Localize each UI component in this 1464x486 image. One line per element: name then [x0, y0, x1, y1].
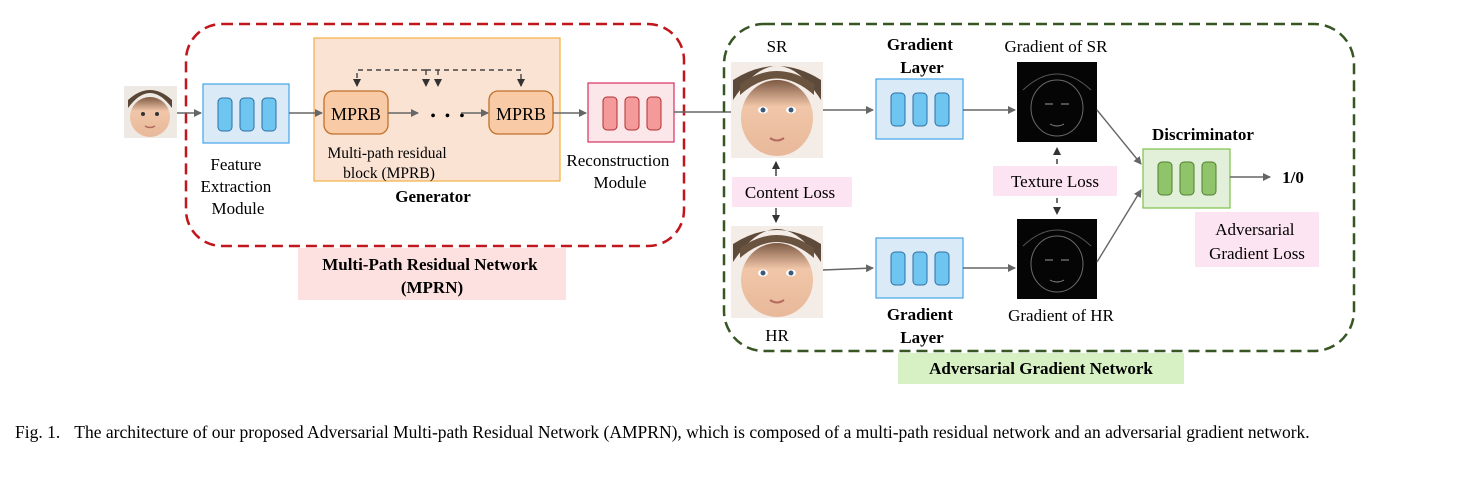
- skip-connections: [353, 69, 525, 87]
- discriminator-label: Discriminator: [1152, 125, 1254, 144]
- caption-text: The architecture of our proposed Adversa…: [74, 422, 1310, 442]
- discriminator-output: 1/0: [1282, 168, 1304, 187]
- figure-caption: Fig. 1. The architecture of our proposed…: [15, 420, 1455, 444]
- gradient-layer-top: [875, 78, 964, 140]
- agn-label-box: [898, 353, 1184, 384]
- sr-label: SR: [767, 37, 788, 56]
- svg-text:MPRB: MPRB: [496, 104, 546, 124]
- discriminator-block: [1142, 148, 1231, 209]
- feature-extraction-module: [202, 83, 290, 144]
- mprb-caption: Multi-path residual block (MPRB): [327, 145, 450, 182]
- gradient-of-hr-label: Gradient of HR: [1008, 306, 1114, 325]
- gradient-layer-bottom: [875, 237, 964, 299]
- figure-number: Fig. 1.: [15, 422, 61, 442]
- content-loss-label: Content Loss: [745, 183, 835, 202]
- texture-loss-label: Texture Loss: [1011, 172, 1099, 191]
- mprb-ellipsis: • • •: [431, 109, 468, 124]
- hr-image: [731, 226, 823, 318]
- gradient-of-hr-image: [1017, 219, 1097, 299]
- feature-extraction-label: Feature Extraction Module: [200, 155, 275, 218]
- agn-label: Adversarial Gradient Network: [929, 359, 1153, 378]
- agn-dashed-border: [722, 22, 1356, 353]
- reconstruction-module: [587, 82, 675, 143]
- mprn-label: Multi-Path Residual Network (MPRN): [322, 255, 542, 297]
- mprb-block-first: MPRB: [323, 90, 389, 135]
- hr-label: HR: [765, 326, 789, 345]
- texture-loss-box: [993, 166, 1117, 196]
- content-loss-box: [732, 177, 852, 207]
- sr-image: [731, 62, 823, 158]
- mprn-dashed-border: [184, 22, 686, 248]
- lr-input-image: [124, 86, 177, 138]
- gradient-layer-bottom-label: Gradient Layer: [887, 305, 957, 347]
- gradient-of-sr-image: [1017, 62, 1097, 142]
- reconstruction-label: Reconstruction Module: [566, 151, 673, 192]
- adversarial-gradient-loss-box: [1195, 212, 1319, 267]
- mprn-label-box: [298, 248, 566, 300]
- svg-text:MPRB: MPRB: [331, 104, 381, 124]
- gradient-layer-top-label: Gradient Layer: [887, 35, 957, 77]
- generator-title: Generator: [395, 187, 471, 206]
- mprb-block-last: MPRB: [488, 90, 554, 135]
- adversarial-gradient-loss-label: Adversarial Gradient Loss: [1209, 220, 1305, 263]
- gradient-of-sr-label: Gradient of SR: [1005, 37, 1109, 56]
